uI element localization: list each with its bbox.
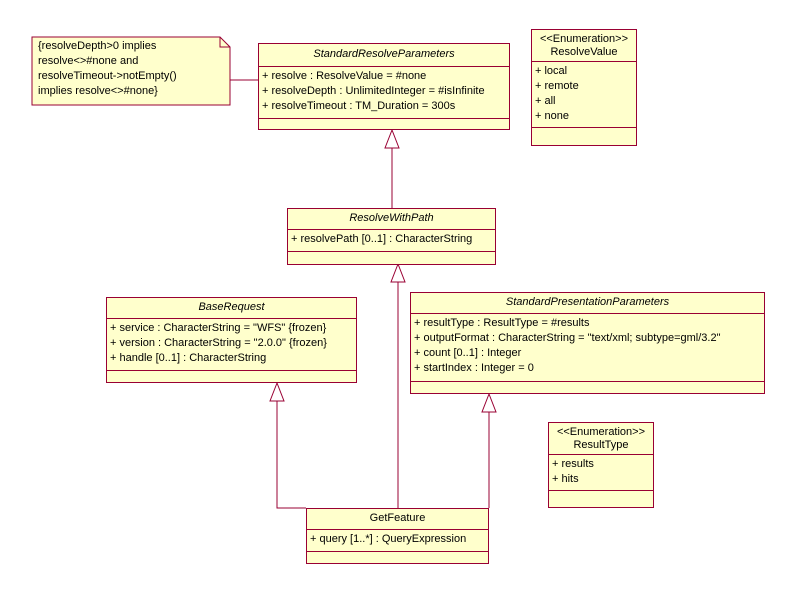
enum-literal: + hits bbox=[552, 473, 579, 485]
class-name: StandardPresentationParameters bbox=[505, 296, 670, 308]
class-name: GetFeature bbox=[369, 512, 426, 524]
attribute: + count [0..1] : Integer bbox=[414, 347, 522, 359]
attribute-compartment: + service : CharacterString = "WFS" {fro… bbox=[107, 319, 356, 371]
attribute: + version : CharacterString = "2.0.0" {f… bbox=[110, 337, 327, 349]
attribute-compartment: + resolve : ResolveValue = #none + resol… bbox=[259, 67, 509, 119]
constraint-note: {resolveDepth>0 implies resolve<>#none a… bbox=[38, 39, 218, 99]
attribute: + handle [0..1] : CharacterString bbox=[110, 352, 267, 364]
generalization-line-getfeature-baserequest bbox=[276, 401, 306, 509]
note-line: implies resolve<>#none} bbox=[38, 85, 158, 97]
class-header: GetFeature bbox=[307, 509, 488, 530]
class-name: StandardResolveParameters bbox=[313, 48, 455, 60]
enum-literal: + all bbox=[535, 95, 556, 107]
note-line: resolve<>#none and bbox=[38, 55, 139, 67]
class-name: BaseRequest bbox=[198, 301, 265, 313]
attribute-compartment: + resolvePath [0..1] : CharacterString bbox=[288, 230, 495, 252]
class-resolve-value: <<Enumeration>> ResolveValue + local + r… bbox=[531, 29, 637, 146]
class-header: BaseRequest bbox=[107, 298, 356, 319]
enum-literal: + local bbox=[535, 65, 568, 77]
generalization-arrow-getfeature-resolvewithpath bbox=[390, 262, 406, 283]
class-header: ResolveWithPath bbox=[288, 209, 495, 230]
note-fold bbox=[219, 37, 230, 48]
class-name: ResolveValue bbox=[550, 46, 618, 58]
generalization-arrow-resolvewithpath bbox=[384, 128, 400, 149]
attribute: + resolveDepth : UnlimitedInteger = #isI… bbox=[262, 85, 485, 97]
class-name: ResultType bbox=[573, 439, 629, 451]
generalization-arrow-getfeature-baserequest bbox=[269, 381, 285, 402]
class-standard-resolve-parameters: StandardResolveParameters + resolve : Re… bbox=[258, 43, 510, 130]
enum-literal: + remote bbox=[535, 80, 579, 92]
class-header: <<Enumeration>> ResolveValue bbox=[532, 30, 636, 62]
class-name: ResolveWithPath bbox=[349, 212, 434, 224]
enum-literal: + none bbox=[535, 110, 569, 122]
class-stereotype: <<Enumeration>> bbox=[539, 33, 629, 45]
class-result-type: <<Enumeration>> ResultType + results + h… bbox=[548, 422, 654, 508]
class-get-feature: GetFeature + query [1..*] : QueryExpress… bbox=[306, 508, 489, 564]
attribute: + resolve : ResolveValue = #none bbox=[262, 70, 427, 82]
class-standard-presentation-parameters: StandardPresentationParameters + resultT… bbox=[410, 292, 765, 394]
attribute: + query [1..*] : QueryExpression bbox=[310, 533, 467, 545]
generalization-arrow-getfeature-presentation bbox=[481, 392, 497, 413]
class-base-request: BaseRequest + service : CharacterString … bbox=[106, 297, 357, 383]
class-header: StandardPresentationParameters bbox=[411, 293, 764, 314]
attribute: + resolvePath [0..1] : CharacterString bbox=[291, 233, 473, 245]
enum-literal: + results bbox=[552, 458, 594, 470]
attribute-compartment: + local + remote + all + none bbox=[532, 62, 636, 128]
attribute: + resultType : ResultType = #results bbox=[414, 317, 590, 329]
attribute: + outputFormat : CharacterString = "text… bbox=[414, 332, 721, 344]
class-header: StandardResolveParameters bbox=[259, 44, 509, 67]
class-stereotype: <<Enumeration>> bbox=[556, 426, 646, 438]
class-header: <<Enumeration>> ResultType bbox=[549, 423, 653, 455]
attribute: + startIndex : Integer = 0 bbox=[414, 362, 534, 374]
attribute: + resolveTimeout : TM_Duration = 300s bbox=[262, 100, 456, 112]
attribute-compartment: + resultType : ResultType = #results + o… bbox=[411, 314, 764, 382]
attribute-compartment: + query [1..*] : QueryExpression bbox=[307, 530, 488, 552]
attribute: + service : CharacterString = "WFS" {fro… bbox=[110, 322, 327, 334]
note-line: {resolveDepth>0 implies bbox=[38, 40, 157, 52]
class-resolve-with-path: ResolveWithPath + resolvePath [0..1] : C… bbox=[287, 208, 496, 265]
attribute-compartment: + results + hits bbox=[549, 455, 653, 491]
note-line: resolveTimeout->notEmpty() bbox=[38, 70, 177, 82]
